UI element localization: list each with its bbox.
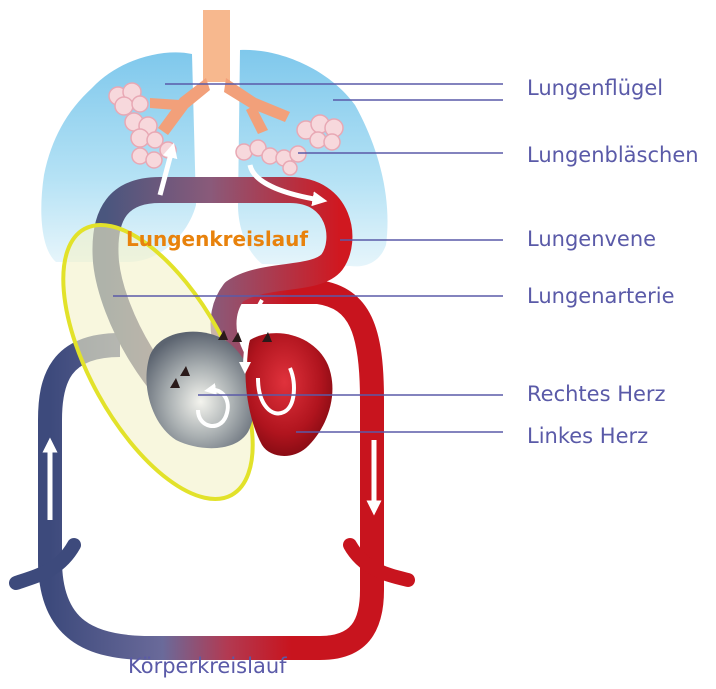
label-koerperkreislauf: Körperkreislauf [128,656,287,677]
label-lungenvene: Lungenvene [527,229,656,250]
trachea [203,10,230,82]
label-lungenkreislauf: Lungenkreislauf [126,229,308,249]
left-bronchus-branch [150,98,180,110]
label-rechtes-herz: Rechtes Herz [527,384,666,405]
label-lungenarterie: Lungenarterie [527,286,675,307]
label-linkes-herz: Linkes Herz [527,426,648,447]
label-lungenblaeschen: Lungenbläschen [527,145,699,166]
label-lungenfluegel: Lungenflügel [527,78,663,99]
